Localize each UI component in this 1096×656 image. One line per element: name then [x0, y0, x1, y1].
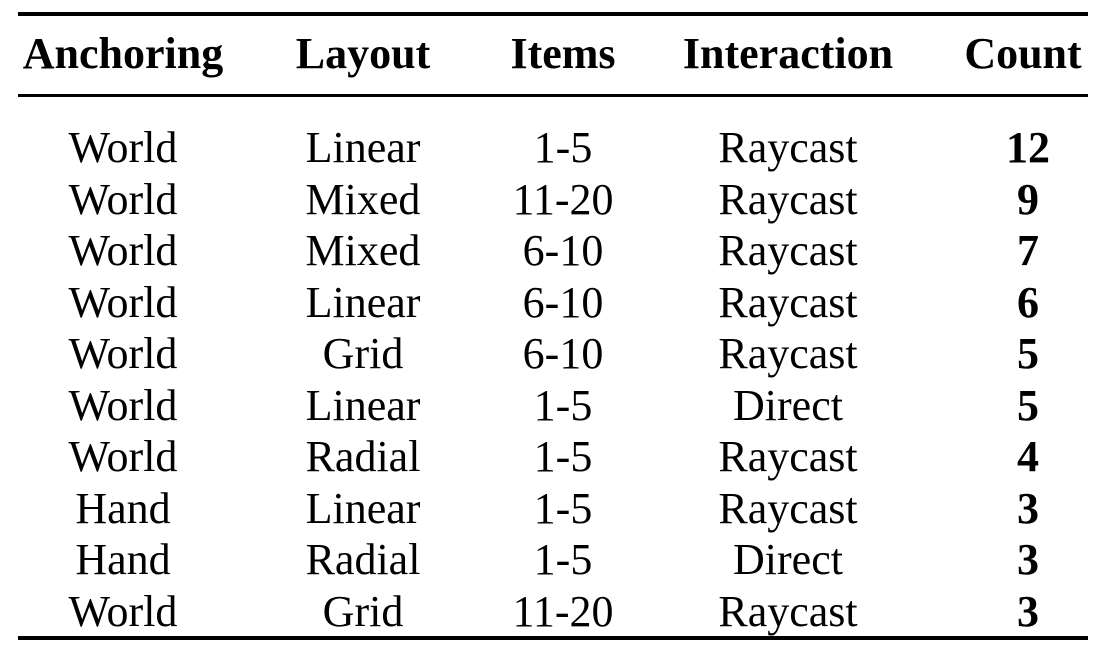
cell-count: 5: [1017, 329, 1039, 378]
top-rule: [18, 12, 1088, 16]
bottom-rule: [18, 636, 1088, 640]
table-row: Hand Radial 1-5 Direct 3: [18, 534, 1088, 586]
table-header: Anchoring Layout Items Interaction Count: [18, 28, 1088, 80]
cell-count: 9: [1017, 174, 1039, 224]
cell-layout: Linear: [305, 277, 421, 327]
cell-interaction: Raycast: [718, 483, 858, 533]
table-row: World Linear 1-5 Raycast 12: [18, 122, 1088, 174]
cell-items: 1-5: [533, 483, 593, 533]
cell-interaction: Raycast: [718, 586, 858, 636]
cell-layout: Mixed: [305, 226, 421, 275]
table-row: World Grid 6-10 Raycast 5: [18, 328, 1088, 380]
header-rule: [18, 94, 1088, 97]
cell-items: 1-5: [533, 380, 593, 430]
cell-items: 1-5: [533, 123, 593, 172]
cell-items: 1-5: [533, 432, 593, 481]
cell-anchoring: World: [68, 432, 178, 481]
cell-layout: Radial: [305, 535, 421, 584]
cell-interaction: Raycast: [718, 277, 858, 327]
cell-interaction: Raycast: [718, 432, 858, 481]
cell-count: 6: [1017, 277, 1039, 327]
cell-anchoring: World: [68, 329, 178, 378]
cell-items: 1-5: [533, 535, 593, 584]
cell-items: 6-10: [522, 226, 604, 275]
cell-anchoring: World: [68, 586, 178, 636]
cell-count: 3: [1017, 483, 1039, 533]
header-anchoring: Anchoring: [22, 29, 224, 78]
header-layout: Layout: [295, 29, 431, 78]
cell-count: 5: [1017, 380, 1039, 430]
cell-interaction: Raycast: [718, 174, 858, 224]
header-count: Count: [964, 29, 1082, 78]
cell-interaction: Direct: [733, 535, 843, 584]
cell-anchoring: Hand: [75, 535, 171, 584]
cell-layout: Mixed: [305, 174, 421, 224]
cell-items: 6-10: [522, 277, 604, 327]
cell-interaction: Direct: [733, 380, 843, 430]
cell-items: 6-10: [522, 329, 604, 378]
cell-layout: Linear: [305, 123, 421, 172]
table-row: World Mixed 6-10 Raycast 7: [18, 225, 1088, 277]
cell-anchoring: Hand: [75, 483, 171, 533]
cell-count: 12: [1006, 123, 1050, 172]
cell-anchoring: World: [68, 277, 178, 327]
table-row: World Grid 11-20 Raycast 3: [18, 586, 1088, 638]
cell-count: 7: [1017, 226, 1039, 275]
cell-interaction: Raycast: [718, 123, 858, 172]
cell-interaction: Raycast: [718, 329, 858, 378]
cell-interaction: Raycast: [718, 226, 858, 275]
cell-anchoring: World: [68, 380, 178, 430]
cell-anchoring: World: [68, 123, 178, 172]
cell-count: 3: [1017, 586, 1039, 636]
cell-layout: Radial: [305, 432, 421, 481]
cell-layout: Grid: [322, 329, 404, 378]
cell-items: 11-20: [512, 174, 614, 224]
table-row: World Linear 6-10 Raycast 6: [18, 277, 1088, 329]
cell-items: 11-20: [512, 586, 614, 636]
header-items: Items: [510, 29, 616, 78]
table-row: Hand Linear 1-5 Raycast 3: [18, 483, 1088, 535]
header-interaction: Interaction: [682, 29, 894, 78]
cell-count: 3: [1017, 535, 1039, 584]
cell-layout: Grid: [322, 586, 404, 636]
cell-anchoring: World: [68, 226, 178, 275]
cell-layout: Linear: [305, 380, 421, 430]
cell-count: 4: [1017, 432, 1039, 481]
cell-anchoring: World: [68, 174, 178, 224]
cell-layout: Linear: [305, 483, 421, 533]
table-row: World Radial 1-5 Raycast 4: [18, 431, 1088, 483]
table-row: World Linear 1-5 Direct 5: [18, 380, 1088, 432]
table-row: World Mixed 11-20 Raycast 9: [18, 174, 1088, 226]
